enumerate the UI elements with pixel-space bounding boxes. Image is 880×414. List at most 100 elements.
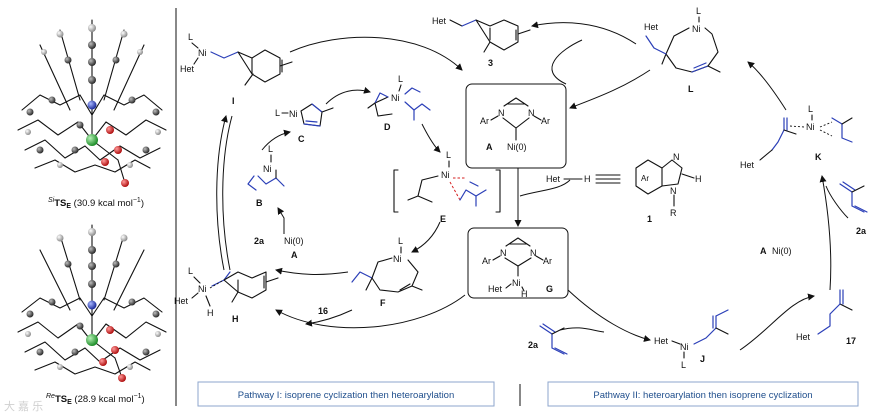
svg-text:N: N [530,248,537,258]
svg-text:L: L [188,32,193,42]
complex-J: Het Ni L [654,309,729,370]
label-F: F [380,298,386,308]
svg-text:Ar: Ar [641,174,649,183]
label-3: 3 [488,58,493,68]
label-16: 16 [318,306,328,316]
complex-L: L Ni Het [644,6,721,73]
label-I: I [232,96,235,106]
svg-text:L: L [398,236,403,246]
label-2a-pathway-I: 2a [254,236,265,246]
label-A-pathway-II: A [760,246,767,256]
product-3: Het [432,16,531,53]
svg-text:Het: Het [174,296,189,306]
svg-text:L: L [188,266,193,276]
label-2a-bottom: 2a [528,340,539,350]
pathway-II-caption: Pathway II: heteroarylation then isopren… [547,381,859,407]
pathway-II-arrows [559,61,849,351]
svg-text:Ni: Ni [198,284,207,294]
label-D: D [384,122,391,132]
ts-model-bottom [17,224,167,382]
svg-text:Pathway I: isoprene cyclizatio: Pathway I: isoprene cyclization then het… [238,390,455,401]
svg-text:H: H [521,289,528,299]
label-B: B [256,198,263,208]
svg-text:Ni: Ni [263,164,272,174]
complex-K: L Ni Het [740,104,853,170]
svg-text:Het: Het [740,160,755,170]
svg-text:Ar: Ar [543,256,552,266]
label-E: E [440,214,446,224]
svg-text:H: H [207,308,214,318]
label-2a-right: 2a [856,226,867,236]
label-C: C [298,134,305,144]
complex-I: L Ni Het [180,32,293,86]
complex-C: L Ni [275,103,334,127]
svg-text:Ni: Ni [393,254,402,264]
compound-17: Het [796,289,853,342]
svg-text:Ni(0): Ni(0) [507,142,527,152]
svg-text:G: G [546,284,553,294]
svg-text:Ar: Ar [480,116,489,126]
svg-text:Het: Het [644,22,659,32]
isoprene-2a-right [839,181,868,213]
svg-text:N: N [670,186,677,196]
label-17: 17 [846,336,856,346]
pathway-I-caption: Pathway I: isoprene cyclization then het… [197,381,495,407]
svg-text:L: L [681,360,686,370]
svg-text:H: H [695,174,702,184]
complex-H: L Ni Het H [174,266,279,318]
svg-text:Het: Het [488,284,503,294]
svg-text:H: H [584,174,591,184]
watermark: 大 嘉 乐 [4,399,43,413]
ts-E: L Ni [393,150,501,213]
svg-text:N: N [528,108,535,118]
ts-bottom-caption: ReTSE (28.9 kcal mol−1) [46,393,145,406]
svg-text:Ni: Ni [198,48,207,58]
svg-text:L: L [398,74,403,84]
ts-top-caption: SiTSE (30.9 kcal mol−1) [48,197,144,210]
svg-text:Pathway II: heteroarylation th: Pathway II: heteroarylation then isopren… [593,390,812,401]
label-H: H [232,314,239,324]
intermediate-G-box: N N Ar Ar Ni Het H G [467,227,569,299]
svg-text:L: L [446,150,451,160]
label-A-pathway-I: A [291,250,298,260]
svg-text:Ni: Ni [692,24,701,34]
svg-text:L: L [268,144,273,154]
svg-text:Het: Het [796,332,811,342]
svg-text:Ni: Ni [680,342,689,352]
svg-text:Ni: Ni [391,93,400,103]
reagent-het-h: Het H [546,174,621,184]
ni0-pathway-I: Ni(0) [284,236,304,246]
catalyst-A-box: N N Ar Ar Ni(0) A [465,83,567,169]
svg-text:R: R [670,208,677,218]
complex-D: L Ni [367,74,431,121]
central-arrows [514,21,651,227]
complex-F: L Ni [351,236,423,293]
svg-text:N: N [673,152,680,162]
svg-text:Het: Het [654,336,669,346]
label-K: K [815,152,822,162]
label-J: J [700,354,705,364]
svg-text:L: L [808,104,813,114]
svg-text:Het: Het [432,16,447,26]
label-1: 1 [647,214,652,224]
svg-text:N: N [498,108,505,118]
benzimidazole-1: Ar N N H R [635,152,702,218]
svg-text:Het: Het [546,174,561,184]
ni0-pathway-II: Ni(0) [772,246,792,256]
pathway-I-arrows [216,36,466,329]
svg-text:Ar: Ar [541,116,550,126]
svg-text:Ar: Ar [482,256,491,266]
isoprene-2a-bottom [539,323,568,355]
svg-text:Het: Het [180,64,195,74]
svg-text:L: L [275,108,280,118]
svg-text:Ni: Ni [289,109,298,119]
svg-text:Ni: Ni [441,170,450,180]
svg-text:L: L [696,6,701,16]
svg-text:A: A [486,142,493,152]
svg-text:Ni: Ni [806,122,815,132]
svg-text:N: N [500,248,507,258]
label-L: L [688,84,694,94]
svg-text:Ni: Ni [512,278,521,288]
ts-model-top [17,19,167,187]
